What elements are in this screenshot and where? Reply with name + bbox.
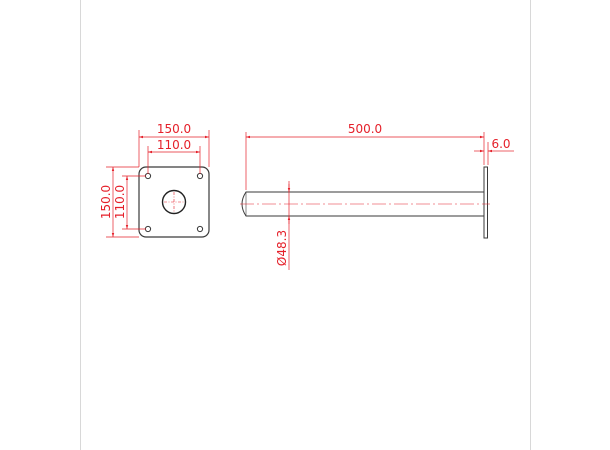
flange-thickness-label: 6.0 [491,137,510,151]
width-label: 150.0 [157,122,191,136]
plate-view: 150.0 110.0 150.0 110.0 [99,122,210,238]
tube-section [161,189,187,215]
bolt-hole [144,225,152,233]
bolt-hole [196,225,204,233]
side-view: 500.0 6.0 Ø48.3 [240,122,514,270]
flange-plate [483,166,488,239]
bolt-hole [196,172,204,180]
bolt-hole [144,172,152,180]
hole-spacing-y-label: 110.0 [113,185,127,219]
diameter-label: Ø48.3 [275,230,289,266]
center-mark [164,192,184,212]
height-label: 150.0 [99,185,113,219]
hole-spacing-x-label: 110.0 [157,138,191,152]
base-plate [138,166,210,238]
length-label: 500.0 [348,122,382,136]
